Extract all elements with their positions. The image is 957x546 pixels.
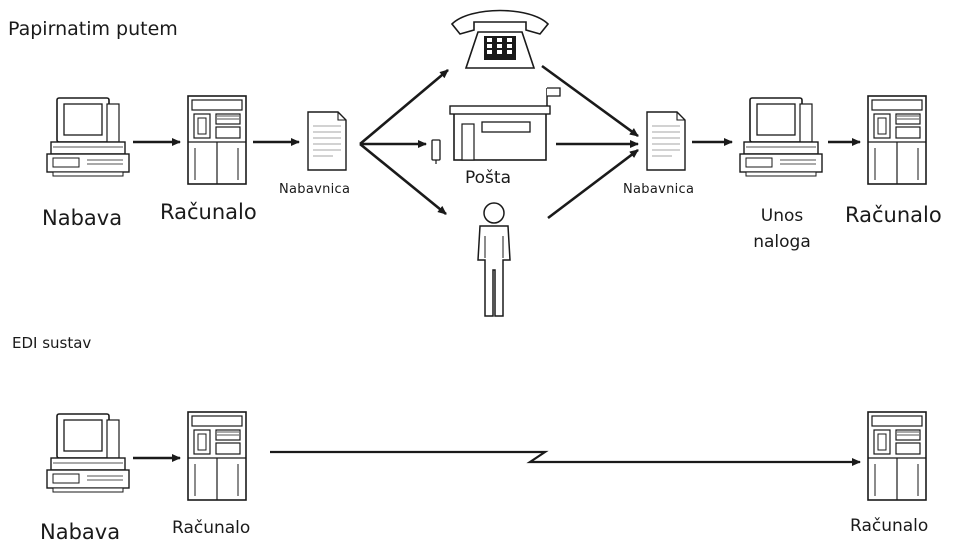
flow-arrow bbox=[547, 148, 639, 220]
label-edi-computer: Računalo bbox=[172, 518, 251, 538]
label-document-out: Nabavnica bbox=[279, 182, 351, 197]
server-cabinet-icon bbox=[187, 411, 247, 501]
label-purchasing: Nabava bbox=[42, 206, 123, 230]
server-cabinet-icon bbox=[187, 95, 247, 185]
server-cabinet-icon bbox=[867, 95, 927, 185]
post-office-icon bbox=[431, 87, 561, 164]
label-edi-purchasing: Nabava bbox=[40, 520, 121, 544]
flow-arrow bbox=[359, 69, 449, 145]
terminal-icon bbox=[46, 97, 130, 177]
person-icon bbox=[477, 202, 511, 317]
telephone-icon bbox=[450, 9, 550, 69]
section-title-paper: Papirnatim putem bbox=[8, 18, 178, 40]
label-computer: Računalo bbox=[160, 200, 257, 224]
label-edi-computer-out: Računalo bbox=[850, 516, 929, 536]
section-title-edi: EDI sustav bbox=[12, 334, 92, 352]
label-document-in: Nabavnica bbox=[623, 182, 695, 197]
document-icon bbox=[307, 111, 347, 171]
edi-link-arrow bbox=[270, 450, 861, 466]
flow-arrow bbox=[359, 142, 447, 216]
flow-arrow bbox=[541, 64, 639, 138]
terminal-icon bbox=[46, 413, 130, 493]
document-icon bbox=[646, 111, 686, 171]
label-computer-out: Računalo bbox=[845, 203, 942, 227]
label-post: Pošta bbox=[465, 168, 511, 188]
terminal-icon bbox=[739, 97, 823, 177]
label-order-entry: Unos naloga bbox=[753, 206, 811, 252]
server-cabinet-icon bbox=[867, 411, 927, 501]
